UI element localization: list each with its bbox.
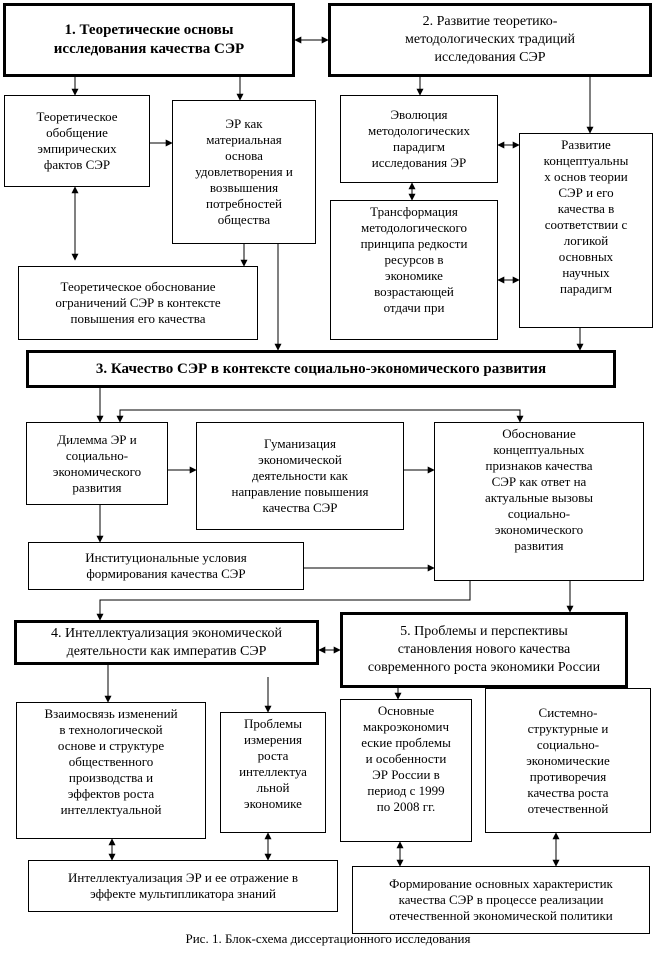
macro-problems-box: Основные макроэкономич еские проблемы и …	[340, 699, 472, 842]
humanization-box: Гуманизация экономической деятельности к…	[196, 422, 404, 530]
evolution-paradigms-box: Эволюция методологических парадигм иссле…	[340, 95, 498, 183]
section-3-box: 3. Качество СЭР в контексте социально-эк…	[26, 350, 616, 388]
section-5-title: 5. Проблемы и перспективы становления но…	[367, 624, 601, 675]
institutional-conditions-box: Институциональные условия формирования к…	[28, 542, 304, 590]
formation-characteristics-box: Формирование основных характеристик каче…	[352, 866, 650, 934]
theoretical-generalization-box: Теоретическое обобщение эмпирических фак…	[4, 95, 150, 187]
dilemma-box: Дилемма ЭР и социально- экономического р…	[26, 422, 168, 505]
section-2-box: 2. Развитие теоретико- методологических …	[328, 3, 652, 77]
er-material-basis-box: ЭР как материальная основа удовлетворени…	[172, 100, 316, 244]
section-3-title: 3. Качество СЭР в контексте социально-эк…	[95, 360, 547, 377]
section-4-title: 4. Интеллектуализация экономической деят…	[50, 625, 283, 659]
conceptual-signs-box: Обоснование концептуальных признаков кач…	[434, 422, 644, 581]
intellectualization-multiplier-box: Интеллектуализация ЭР и ее отражение в э…	[28, 860, 338, 912]
section-5-box: 5. Проблемы и перспективы становления но…	[340, 612, 628, 688]
systemic-contradictions-box: Системно- структурные и социально- эконо…	[485, 688, 651, 833]
arrow-signs-dilemma-loop	[116, 409, 524, 423]
measurement-problems-box: Проблемы измерения роста интеллектуа льн…	[220, 712, 326, 833]
conceptual-foundations-box: Развитие концептуальны х основ теории СЭ…	[519, 133, 653, 328]
section-1-box: 1. Теоретические основы исследования кач…	[3, 3, 295, 77]
section-2-title: 2. Развитие теоретико- методологических …	[405, 14, 575, 65]
section-1-title: 1. Теоретические основы исследования кач…	[53, 22, 245, 57]
section-4-box: 4. Интеллектуализация экономической деят…	[14, 620, 319, 665]
theoretical-limits-box: Теоретическое обоснование ограничений СЭ…	[18, 266, 258, 340]
interrelation-box: Взаимосвязь изменений в технологической …	[16, 702, 206, 839]
transformation-scarcity-box: Трансформация методологического принципа…	[330, 200, 498, 340]
figure-caption: Рис. 1. Блок-схема диссертационного иссл…	[185, 931, 471, 946]
